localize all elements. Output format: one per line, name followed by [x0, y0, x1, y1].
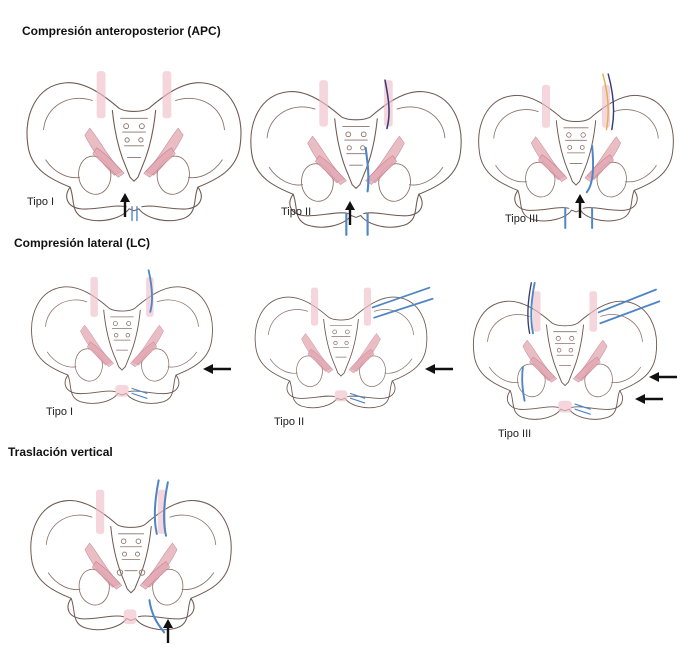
section-title-apc: Compresión anteroposterior (APC) [22, 24, 221, 38]
pelvis-apc-type2 [250, 79, 462, 236]
force-arrow-icon [647, 370, 679, 384]
force-arrow-icon [633, 392, 665, 406]
label-lc-type3: Tipo III [498, 428, 532, 440]
label-lc-type1: Tipo I [46, 406, 74, 418]
pelvis-vertical-shear [30, 479, 232, 634]
force-arrow-icon [423, 362, 455, 376]
label-apc-type1: Tipo I [27, 196, 55, 208]
pelvis-lc-type3 [472, 281, 661, 420]
force-arrow-icon [161, 617, 175, 645]
section-title-lc: Compresión lateral (LC) [14, 236, 151, 250]
force-arrow-icon [573, 192, 587, 220]
label-lc-type2: Tipo II [274, 416, 305, 428]
pelvis-lc-type2 [254, 286, 434, 409]
pelvis-apc-type3 [478, 73, 674, 229]
label-apc-type3: Tipo III [505, 213, 539, 225]
pelvis-apc-type1 [26, 70, 242, 222]
force-arrow-icon [343, 199, 357, 227]
force-arrow-icon [201, 362, 233, 376]
section-title-vs: Traslación vertical [8, 445, 113, 459]
label-apc-type2: Tipo II [281, 206, 312, 218]
pelvis-lc-type1 [31, 269, 213, 404]
force-arrow-icon [118, 191, 132, 219]
